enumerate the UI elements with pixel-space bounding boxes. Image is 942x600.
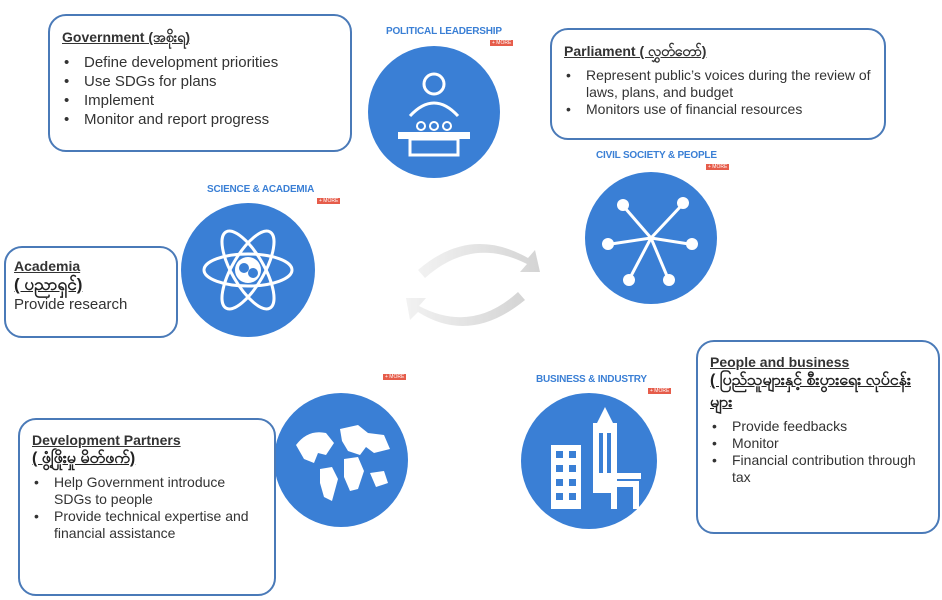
political-leadership-circle[interactable] <box>368 46 500 178</box>
academia-subtitle: ( ပညာရှင်) <box>14 275 83 294</box>
development-partners-list: Help Government introduce SDGs to people… <box>32 474 264 542</box>
academia-box: Academia ( ပညာရှင်) Provide research <box>4 246 178 338</box>
parliament-title: Parliament ( လွှတ်တော်) <box>564 43 707 59</box>
list-item: Define development priorities <box>62 53 340 72</box>
list-item: Provide technical expertise and financia… <box>32 508 264 542</box>
academia-text: Provide research <box>14 296 128 313</box>
parliament-list: Represent public’s voices during the rev… <box>564 67 874 118</box>
business-industry-circle[interactable] <box>521 393 657 529</box>
business-more-badge[interactable]: + MORE <box>648 388 672 394</box>
science-academia-circle[interactable] <box>181 203 315 337</box>
science-academia-label: SCIENCE & ACADEMIA <box>207 184 315 195</box>
government-list: Define development priorities Use SDGs f… <box>62 53 340 129</box>
people-business-subtitle: ( ပြည်သူများနှင့် စီးပွားရေး လုပ်ငန်းမျာ… <box>710 372 911 411</box>
parliament-box: Parliament ( လွှတ်တော်) Represent public… <box>550 28 886 140</box>
list-item: Help Government introduce SDGs to people <box>32 474 264 508</box>
development-partners-circle[interactable] <box>274 393 408 527</box>
podium-icon <box>398 72 470 157</box>
cycle-arrow-top <box>418 244 540 278</box>
list-item: Financial contribution through tax <box>710 452 928 486</box>
development-partners-subtitle: ( ဖွံ့ဖြိုးမှု မိတ်ဖက်) <box>32 450 136 467</box>
academia-title: Academia <box>14 258 81 274</box>
business-industry-label: BUSINESS & INDUSTRY <box>536 374 647 385</box>
political-leadership-label: POLITICAL LEADERSHIP <box>386 26 502 37</box>
people-business-title: People and business <box>710 354 850 370</box>
list-item: Implement <box>62 91 340 110</box>
list-item: Monitor <box>710 435 928 452</box>
civil-society-label: CIVIL SOCIETY & PEOPLE <box>596 150 717 161</box>
government-title: Government (အစိုးရ) <box>62 29 190 45</box>
science-more-badge[interactable]: + MORE <box>317 198 341 204</box>
cycle-arrow-bottom <box>406 292 525 326</box>
list-item: Use SDGs for plans <box>62 72 340 91</box>
people-business-box: People and business ( ပြည်သူများနှင့် စီ… <box>696 340 940 534</box>
list-item: Provide feedbacks <box>710 418 928 435</box>
political-more-badge[interactable]: + MORE <box>490 40 514 46</box>
globe-icon <box>296 425 390 501</box>
atom-icon <box>202 229 294 311</box>
development-partners-box: Development Partners ( ဖွံ့ဖြိုးမှု မိတ်… <box>18 418 276 596</box>
globe-more-badge[interactable]: + MORE <box>383 374 407 380</box>
list-item: Monitor and report progress <box>62 110 340 129</box>
civil-society-circle[interactable] <box>585 172 717 304</box>
development-partners-title: Development Partners <box>32 432 181 448</box>
civil-more-badge[interactable]: + MORE <box>706 164 730 170</box>
list-item: Monitors use of financial resources <box>564 101 874 118</box>
list-item: Represent public’s voices during the rev… <box>564 67 874 101</box>
buildings-icon <box>551 407 641 509</box>
government-box: Government (အစိုးရ) Define development p… <box>48 14 352 152</box>
people-business-list: Provide feedbacks Monitor Financial cont… <box>710 418 928 486</box>
hands-icon <box>602 197 698 286</box>
